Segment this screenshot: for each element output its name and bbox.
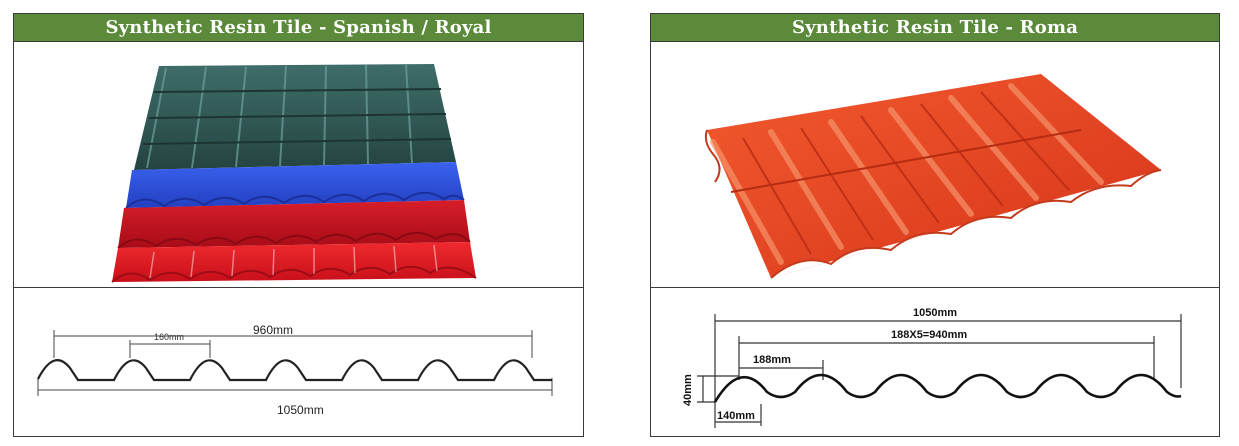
profile-drawing-roma: 1050mm 188X5=940mm 188mm 40mm 140mm [651,288,1219,436]
dim-total-label: 1050mm [913,307,957,319]
profile-drawing-spanish: 160mm 960mm 1050mm [14,288,583,436]
panel-divider [14,287,583,288]
panel-divider [651,287,1219,288]
roma-tile-illustration [704,74,1162,279]
dim-pitch-label: 160mm [154,332,184,342]
panel-spanish-royal: Synthetic Resin Tile - Spanish / Royal [13,13,584,437]
dim-effective-label: 188X5=940mm [891,329,967,341]
tile-profile-line [713,373,1182,403]
tile-photo-roma [651,41,1219,288]
spanish-profile-svg: 160mm 960mm 1050mm [37,323,553,417]
panel-roma: Synthetic Resin Tile - Roma [650,13,1220,437]
dim-pitch-label: 188mm [753,354,791,366]
roma-profile-svg: 1050mm 188X5=940mm 188mm 40mm 140mm [682,307,1182,428]
dim-height-label: 40mm [682,374,694,406]
panel-title: Synthetic Resin Tile - Spanish / Royal [14,14,583,41]
dim-total-label: 1050mm [277,403,324,417]
spanish-tile-illustration [111,64,477,283]
tile-photo-spanish [14,41,583,288]
tile-profile-line [37,359,552,382]
dim-effective-label: 960mm [253,323,293,337]
dim-width-label: 140mm [717,410,755,422]
panel-title: Synthetic Resin Tile - Roma [651,14,1219,41]
